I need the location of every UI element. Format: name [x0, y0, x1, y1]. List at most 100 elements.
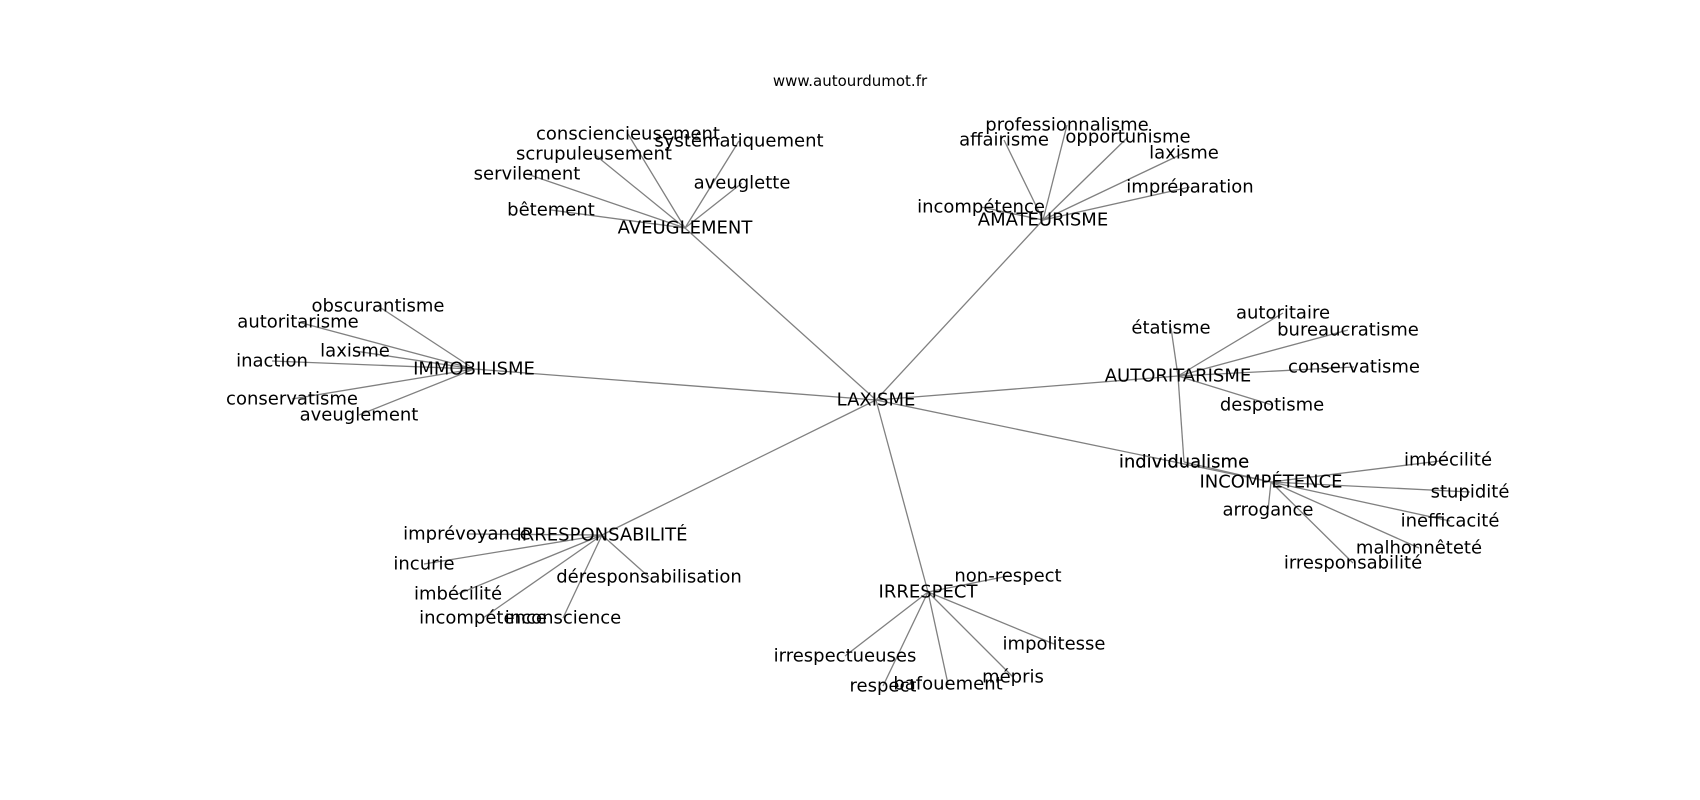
word-node[interactable]: impolitesse — [1003, 634, 1106, 655]
word-node[interactable]: autoritarisme — [237, 312, 358, 333]
word-node[interactable]: bafouement — [893, 674, 1002, 695]
edge-amateurisme-word — [1003, 139, 1044, 221]
edge-amateurisme-word — [1042, 186, 1191, 221]
hub-node-irresponsabilite[interactable]: IRRESPONSABILITÉ — [516, 524, 687, 546]
edge-aveuglement-word — [526, 173, 686, 229]
edge-center-aveuglement — [684, 227, 877, 401]
word-node[interactable]: incurie — [393, 554, 454, 575]
edge-irrespect-word — [927, 591, 1055, 645]
word-node[interactable]: aveuglement — [300, 405, 419, 426]
word-node[interactable]: consciencieusement — [536, 124, 720, 145]
hub-node-immobilisme[interactable]: IMMOBILISME — [413, 359, 535, 380]
word-node[interactable]: mépris — [982, 667, 1044, 688]
edge-amateurisme-word — [980, 206, 1044, 221]
word-node[interactable]: incompétence — [419, 608, 547, 629]
word-node[interactable]: imbécilité — [414, 584, 502, 605]
word-node[interactable]: étatisme — [1131, 318, 1210, 339]
edge-irresponsabilite-word — [466, 533, 603, 536]
hub-node-amateurisme[interactable]: AMATEURISME — [978, 210, 1108, 231]
edge-amateurisme-word — [1042, 136, 1129, 221]
labels-layer: consciencieusementsystématiquementscrupu… — [226, 115, 1509, 697]
edge-center-amateurisme — [875, 219, 1044, 401]
word-node[interactable]: despotisme — [1220, 395, 1324, 416]
word-node[interactable]: bureaucratisme — [1277, 320, 1419, 341]
center-node[interactable]: LAXISME — [837, 390, 916, 411]
word-node[interactable]: professionnalisme — [985, 115, 1148, 136]
edge-aveuglement-word — [684, 182, 743, 229]
word-node[interactable]: impréparation — [1126, 177, 1253, 198]
edge-incompetence-word — [1270, 481, 1471, 493]
edge-center-irresponsabilite — [601, 399, 877, 536]
edge-immobilisme-word — [291, 368, 475, 400]
edge-irresponsabilite-word — [562, 534, 603, 619]
edge-autoritarisme-word — [1177, 329, 1349, 377]
source-url: www.autourdumot.fr — [772, 72, 928, 90]
word-node[interactable]: conservatisme — [1288, 357, 1420, 378]
edge-autoritarisme-word — [1177, 312, 1284, 377]
edge-autoritarisme-word — [1170, 327, 1179, 377]
word-node[interactable]: imprévoyance — [403, 524, 531, 545]
word-node[interactable]: affairisme — [959, 130, 1049, 151]
word-node[interactable]: obscurantisme — [311, 296, 444, 317]
word-node[interactable]: arrogance — [1223, 500, 1314, 521]
edge-autoritarisme-word — [1177, 375, 1185, 463]
word-node[interactable]: imbécilité — [1404, 450, 1492, 471]
word-node[interactable]: laxisme — [1149, 143, 1219, 164]
word-node[interactable]: stupidité — [1431, 482, 1510, 503]
hub-node-incompetence[interactable]: INCOMPÉTENCE — [1199, 471, 1342, 493]
edge-irresponsabilite-word — [423, 534, 603, 565]
word-node[interactable]: inaction — [236, 351, 308, 372]
word-node[interactable]: déresponsabilisation — [556, 567, 742, 588]
edge-incompetence-word — [1267, 481, 1272, 511]
word-node[interactable]: autoritaire — [1236, 303, 1330, 324]
edge-amateurisme-word — [1042, 152, 1185, 221]
word-node[interactable]: incompétence — [917, 197, 1045, 218]
word-node[interactable]: conservatisme — [226, 389, 358, 410]
edge-irresponsabilite-word — [457, 534, 603, 595]
edge-irrespect-word — [882, 591, 929, 687]
edge-aveuglement-word — [627, 133, 686, 229]
edge-immobilisme-word — [377, 305, 475, 370]
word-node[interactable]: systématiquement — [654, 131, 823, 152]
edge-center-irrespect — [875, 399, 929, 593]
edge-irresponsabilite-word — [482, 534, 603, 619]
word-node[interactable]: bêtement — [507, 200, 595, 221]
edges-layer — [271, 124, 1471, 687]
edge-aveuglement-word — [684, 140, 740, 229]
word-node[interactable]: non-respect — [954, 566, 1061, 587]
edge-irrespect-word — [844, 591, 929, 657]
word-node[interactable]: inefficacité — [1401, 511, 1500, 532]
word-node[interactable]: respect — [850, 676, 917, 697]
word-node[interactable]: servilement — [474, 164, 581, 185]
edge-autoritarisme-word — [1177, 366, 1355, 377]
edge-center-incompetence — [875, 399, 1272, 483]
edge-incompetence-word — [1270, 481, 1451, 522]
edge-immobilisme-word — [358, 368, 475, 416]
edge-aveuglement-word — [550, 209, 686, 229]
edge-incompetence-word — [1270, 481, 1420, 549]
word-node[interactable]: inconscience — [505, 608, 621, 629]
word-node[interactable]: individualisme — [1119, 452, 1249, 473]
hub-node-aveuglement[interactable]: AVEUGLEMENT — [618, 218, 754, 239]
edge-aveuglement-word — [593, 153, 686, 229]
word-node[interactable]: scrupuleusement — [516, 144, 672, 165]
edge-center-immobilisme — [473, 368, 877, 401]
edge-incompetence-word — [1183, 461, 1272, 483]
word-node[interactable]: malhonnêteté — [1356, 538, 1482, 559]
word-node[interactable]: irresponsabilité — [1284, 553, 1422, 574]
word-node[interactable]: laxisme — [320, 341, 390, 362]
edge-incompetence-word — [1270, 459, 1449, 483]
word-node[interactable]: irrespectueuses — [774, 646, 917, 667]
edge-incompetence-word — [1270, 481, 1354, 564]
word-node[interactable]: opportunisme — [1065, 127, 1190, 148]
edge-center-autoritarisme — [875, 375, 1179, 401]
hub-node-autoritarisme[interactable]: AUTORITARISME — [1105, 366, 1252, 387]
hub-node-irrespect[interactable]: IRRESPECT — [879, 582, 979, 603]
word-node[interactable]: aveuglette — [694, 173, 791, 194]
word-node[interactable]: individualisme — [1119, 452, 1249, 473]
edge-immobilisme-word — [354, 350, 475, 370]
edge-irrespect-word — [927, 575, 1009, 593]
edge-irrespect-word — [927, 591, 1014, 678]
